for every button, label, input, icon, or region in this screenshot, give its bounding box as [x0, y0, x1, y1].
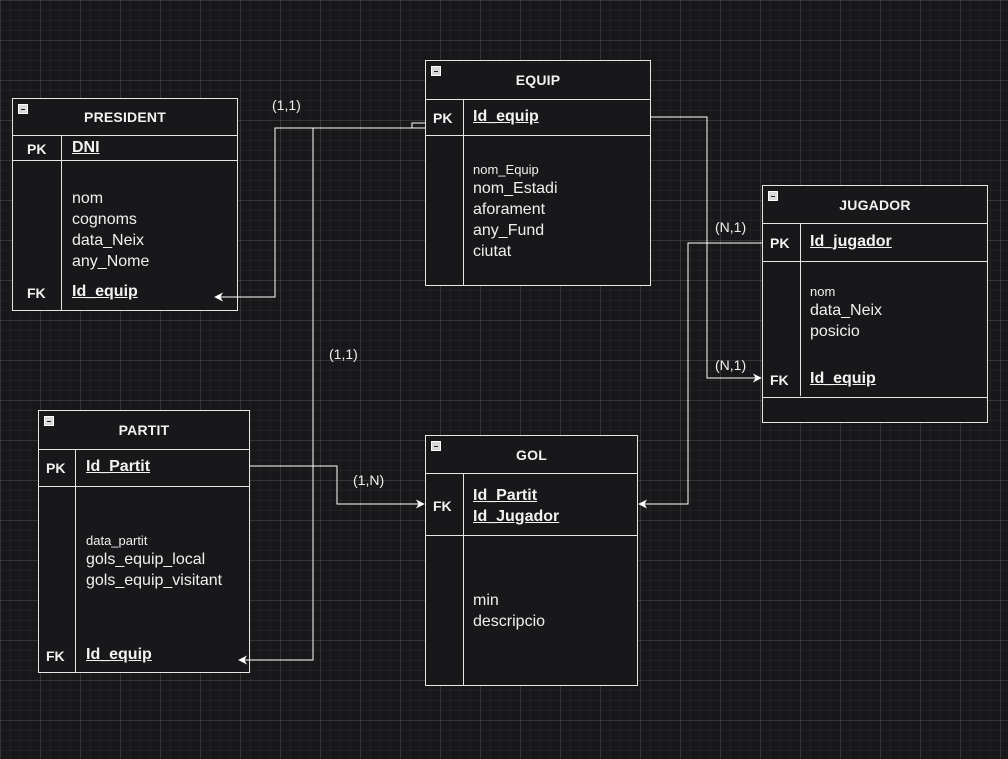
collapse-icon[interactable] — [768, 191, 778, 201]
entity-jugador[interactable]: JUGADOR PK Id_jugador nom data_Neix posi… — [762, 185, 988, 423]
attribute[interactable]: any_Fund — [473, 222, 545, 239]
attribute-list: data_partit gols_equip_local gols_equip_… — [86, 532, 222, 591]
pk-field[interactable]: Id_Partit — [86, 458, 151, 475]
fk-tag: FK — [27, 285, 46, 301]
connector-jugador-gol[interactable] — [638, 242, 762, 509]
connector-equip-president[interactable] — [214, 122, 425, 302]
attribute[interactable]: min — [473, 592, 499, 609]
cardinality-label-partit-gol: (1,N) — [353, 472, 385, 488]
entity-header[interactable]: EQUIP — [426, 61, 650, 100]
pk-tag: PK — [770, 235, 790, 251]
attribute[interactable]: data_partit — [86, 533, 148, 548]
entity-title: PRESIDENT — [84, 109, 166, 125]
attribute[interactable]: posicio — [810, 323, 860, 340]
attribute-list: nom cognoms data_Neix any_Nome — [72, 188, 149, 272]
attribute[interactable]: cognoms — [72, 211, 137, 228]
attribute[interactable]: aforament — [473, 201, 546, 218]
fk-field[interactable]: Id_Jugador — [473, 508, 560, 525]
entity-title: GOL — [516, 446, 547, 463]
entity-title: PARTIT — [118, 422, 170, 438]
collapse-icon[interactable] — [431, 66, 441, 76]
fk-tag: FK — [770, 372, 789, 388]
attribute[interactable]: data_Neix — [810, 302, 883, 319]
attribute[interactable]: gols_equip_visitant — [86, 572, 223, 589]
collapse-icon[interactable] — [44, 416, 54, 426]
entity-equip[interactable]: EQUIP PK Id_equip nom_Equip nom_Estadi a… — [425, 60, 651, 286]
pk-tag: PK — [46, 460, 66, 476]
entity-header[interactable]: JUGADOR — [763, 186, 987, 224]
pk-field[interactable]: Id_jugador — [810, 233, 892, 250]
collapse-icon[interactable] — [18, 104, 28, 114]
attribute-list: nom data_Neix posicio — [810, 283, 882, 342]
attribute[interactable]: nom_Equip — [473, 162, 539, 177]
entity-title: EQUIP — [515, 72, 561, 88]
attribute[interactable]: any_Nome — [72, 253, 150, 270]
attribute[interactable]: nom — [72, 190, 104, 207]
connector-partit-gol[interactable] — [250, 465, 425, 509]
fk-tag: FK — [46, 648, 65, 664]
attribute[interactable]: nom_Estadi — [473, 180, 558, 197]
collapse-icon[interactable] — [431, 441, 441, 451]
fk-tag: FK — [433, 498, 452, 514]
fk-field[interactable]: Id_equip — [72, 283, 138, 300]
attribute[interactable]: data_Neix — [72, 232, 145, 249]
attribute-list: nom_Equip nom_Estadi aforament any_Fund … — [473, 161, 558, 262]
cardinality-label-equip-jugador: (N,1) — [715, 357, 747, 373]
fk-field[interactable]: Id_equip — [86, 646, 152, 663]
attribute[interactable]: ciutat — [473, 243, 512, 260]
fk-field[interactable]: Id_equip — [810, 370, 876, 387]
entity-title: JUGADOR — [839, 196, 911, 213]
pk-tag: PK — [433, 110, 453, 126]
pk-tag: PK — [27, 141, 47, 157]
connector-equip-jugador[interactable] — [650, 116, 762, 383]
cardinality-label-equip-president: (1,1) — [272, 97, 301, 113]
attribute[interactable]: descripcio — [473, 613, 546, 630]
attribute[interactable]: gols_equip_local — [86, 551, 206, 568]
cardinality-label-equip-partit: (1,1) — [329, 346, 358, 362]
fk-field-list: Id_Partit Id_Jugador — [473, 485, 559, 527]
pk-field[interactable]: DNI — [72, 139, 100, 156]
entity-header[interactable]: GOL — [426, 436, 637, 474]
fk-field[interactable]: Id_Partit — [473, 487, 538, 504]
entity-header[interactable]: PRESIDENT — [13, 99, 237, 136]
pk-field[interactable]: Id_equip — [473, 108, 539, 125]
entity-partit[interactable]: PARTIT PK Id_Partit data_partit gols_equ… — [38, 410, 250, 673]
attribute[interactable]: nom — [810, 284, 836, 299]
attribute-list: min descripcio — [473, 590, 545, 632]
entity-gol[interactable]: GOL FK Id_Partit Id_Jugador min descripc… — [425, 435, 638, 686]
cardinality-label-jugador-gol: (N,1) — [715, 219, 747, 235]
connector-equip-partit[interactable] — [238, 127, 425, 665]
entity-header[interactable]: PARTIT — [39, 411, 249, 450]
entity-president[interactable]: PRESIDENT PK DNI nom cognoms data_Neix a… — [12, 98, 238, 311]
